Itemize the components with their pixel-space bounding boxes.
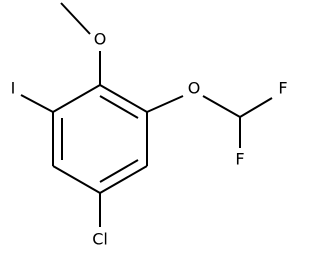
bond-methoxy-oxygen-to-methyl (60, 2, 91, 35)
atom-label-fluorine-top: F (278, 79, 287, 98)
bond-ring-to-difluoromethoxy-oxygen (146, 95, 184, 113)
ring-double-bond (99, 159, 139, 183)
ring-bond (52, 165, 101, 194)
ring-double-bond (99, 95, 139, 119)
atom-label-fluorine-bottom: F (235, 150, 244, 169)
ring-bond (52, 84, 101, 113)
ring-bond (99, 165, 148, 194)
benzene-ring (52, 84, 148, 194)
chemical-structure-diagram: O I O F F Cl (11, 2, 288, 249)
atom-label-oxygen-difluoromethoxy: O (188, 79, 201, 98)
bond-ring-to-iodine (20, 94, 54, 113)
atom-label-chlorine: Cl (92, 230, 108, 249)
bond-oxygen-to-difluoromethyl-carbon (202, 95, 241, 118)
bond-carbon-to-fluorine-top (239, 97, 273, 118)
atom-label-oxygen-methoxy: O (94, 30, 107, 49)
ring-bond (99, 84, 148, 113)
atom-label-iodine: I (11, 79, 16, 98)
